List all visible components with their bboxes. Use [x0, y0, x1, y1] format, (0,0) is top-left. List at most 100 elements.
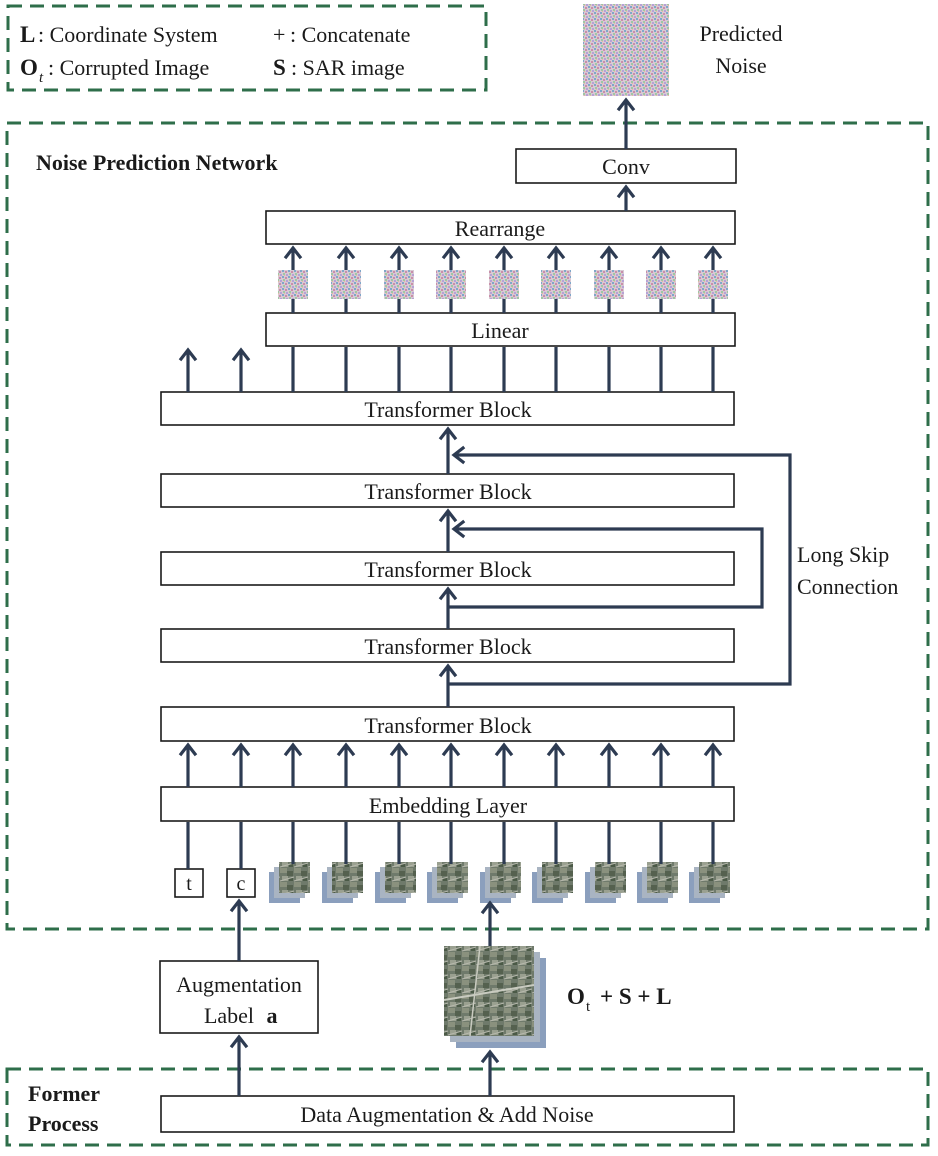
image-patch-7	[585, 862, 626, 903]
image-patch-9	[689, 862, 730, 903]
tb2-to-tb3-arrow	[438, 586, 458, 629]
patch-to-rearrange-arrow-6	[546, 245, 566, 270]
image-to-patches-arrow	[480, 900, 500, 946]
legend-l-text: : Coordinate System	[38, 22, 218, 47]
inner-skip-connection	[448, 519, 764, 609]
transformer-block-5	[160, 391, 735, 426]
network-title: Noise Prediction Network	[36, 150, 278, 175]
patch-to-rearrange-arrow-3	[389, 245, 409, 270]
former-process-title-line1: Former	[28, 1081, 100, 1106]
transformer-block-2-label: Transformer Block	[364, 634, 531, 659]
long-skip-connection	[448, 445, 792, 686]
legend-l-symbol: L	[20, 22, 35, 47]
data-augmentation-label: Data Augmentation & Add Noise	[300, 1102, 593, 1127]
legend-plus-text: : Concatenate	[290, 22, 410, 47]
legend-plus-symbol: +	[273, 22, 285, 47]
out-arrow-1	[178, 347, 198, 392]
noise-patch-3	[384, 270, 414, 299]
conv-label: Conv	[602, 154, 650, 179]
noise-patch-4	[436, 270, 466, 299]
tb1-to-tb2-arrow	[438, 663, 458, 707]
embed-arrow-11	[703, 742, 723, 787]
rearrange-label: Rearrange	[455, 216, 545, 241]
transformer-block-3-label: Transformer Block	[364, 557, 531, 582]
process-to-augmentation-arrow	[229, 1034, 249, 1096]
embed-arrow-4	[336, 742, 356, 787]
noise-prediction-network-frame	[5, 121, 930, 931]
formula-o-symbol: O	[567, 984, 585, 1009]
embed-arrow-6	[441, 742, 461, 787]
legend-o-subscript: t	[39, 70, 44, 86]
timestep-token-label: t	[186, 873, 192, 895]
linear-label: Linear	[471, 318, 529, 343]
transformer-block-1	[160, 706, 735, 742]
linear-block	[265, 312, 736, 347]
corrupted-image-stack	[443, 945, 546, 1048]
embed-arrow-2	[231, 742, 251, 787]
patch-to-rearrange-arrow-8	[651, 245, 671, 270]
predicted-noise-image	[583, 4, 669, 96]
data-augmentation-block	[160, 1095, 735, 1133]
embedding-layer-block	[160, 786, 735, 822]
noise-patch-8	[646, 270, 676, 299]
transformer-block-5-label: Transformer Block	[364, 397, 531, 422]
image-patch-8	[637, 862, 678, 903]
transformer-block-3	[160, 551, 735, 586]
process-to-image-arrow	[480, 1049, 500, 1096]
former-process-frame	[5, 1067, 930, 1147]
patch-to-rearrange-arrow-5	[494, 245, 514, 270]
augmentation-to-condition-arrow	[229, 898, 249, 961]
augmentation-label-line2: Label	[204, 1003, 254, 1028]
noise-patch-9	[698, 270, 728, 299]
condition-token-label: c	[237, 873, 246, 895]
patch-to-rearrange-arrow-7	[599, 245, 619, 270]
skip-connection-label-line2: Connection	[797, 574, 898, 599]
embed-arrow-1	[178, 742, 198, 787]
legend-o-text: : Corrupted Image	[48, 55, 209, 80]
legend-s-text: : SAR image	[291, 55, 405, 80]
formula-o-subscript: t	[586, 999, 591, 1015]
transformer-block-2	[160, 628, 735, 663]
patch-to-rearrange-arrow-4	[441, 245, 461, 270]
image-patch-1	[269, 862, 310, 903]
noise-patch-5	[489, 270, 519, 299]
embedding-layer-label: Embedding Layer	[369, 793, 528, 818]
out-arrow-2	[231, 347, 251, 392]
tb4-to-tb5-arrow	[438, 426, 458, 474]
augmentation-label-line1: Augmentation	[176, 972, 302, 997]
embed-arrow-10	[651, 742, 671, 787]
patch-to-rearrange-arrow-9	[703, 245, 723, 270]
image-patch-2	[322, 862, 363, 903]
skip-connection-label-line1: Long Skip	[797, 542, 889, 567]
legend-s-symbol: S	[273, 55, 286, 80]
flow-arrows	[178, 97, 792, 1096]
transformer-block-1-label: Transformer Block	[364, 713, 531, 738]
tb3-to-tb4-arrow	[438, 508, 458, 552]
noise-patch-7	[594, 270, 624, 299]
legend-frame	[6, 4, 488, 92]
transformer-block-4-label: Transformer Block	[364, 479, 531, 504]
predicted-noise-label-line1: Predicted	[699, 21, 782, 46]
noise-patch-row	[278, 270, 728, 299]
embed-arrow-3	[283, 742, 303, 787]
predicted-noise-label-line2: Noise	[715, 53, 766, 78]
embed-arrow-8	[546, 742, 566, 787]
rearrange-to-conv-arrow	[616, 184, 636, 211]
condition-token	[226, 868, 256, 898]
formula-rest: + S + L	[600, 984, 672, 1009]
image-patch-4	[427, 862, 468, 903]
augmentation-label-box	[159, 960, 319, 1034]
noise-patch-2	[331, 270, 361, 299]
patch-to-rearrange-arrow-1	[283, 245, 303, 270]
image-patch-3	[375, 862, 416, 903]
image-patch-row	[269, 862, 730, 903]
rearrange-block	[265, 210, 736, 245]
noise-patch-1	[278, 270, 308, 299]
patch-to-rearrange-arrow-2	[336, 245, 356, 270]
former-process-title-line2: Process	[28, 1111, 99, 1136]
embed-arrow-9	[599, 742, 619, 787]
image-patch-6	[532, 862, 573, 903]
legend-o-symbol: O	[20, 55, 38, 80]
